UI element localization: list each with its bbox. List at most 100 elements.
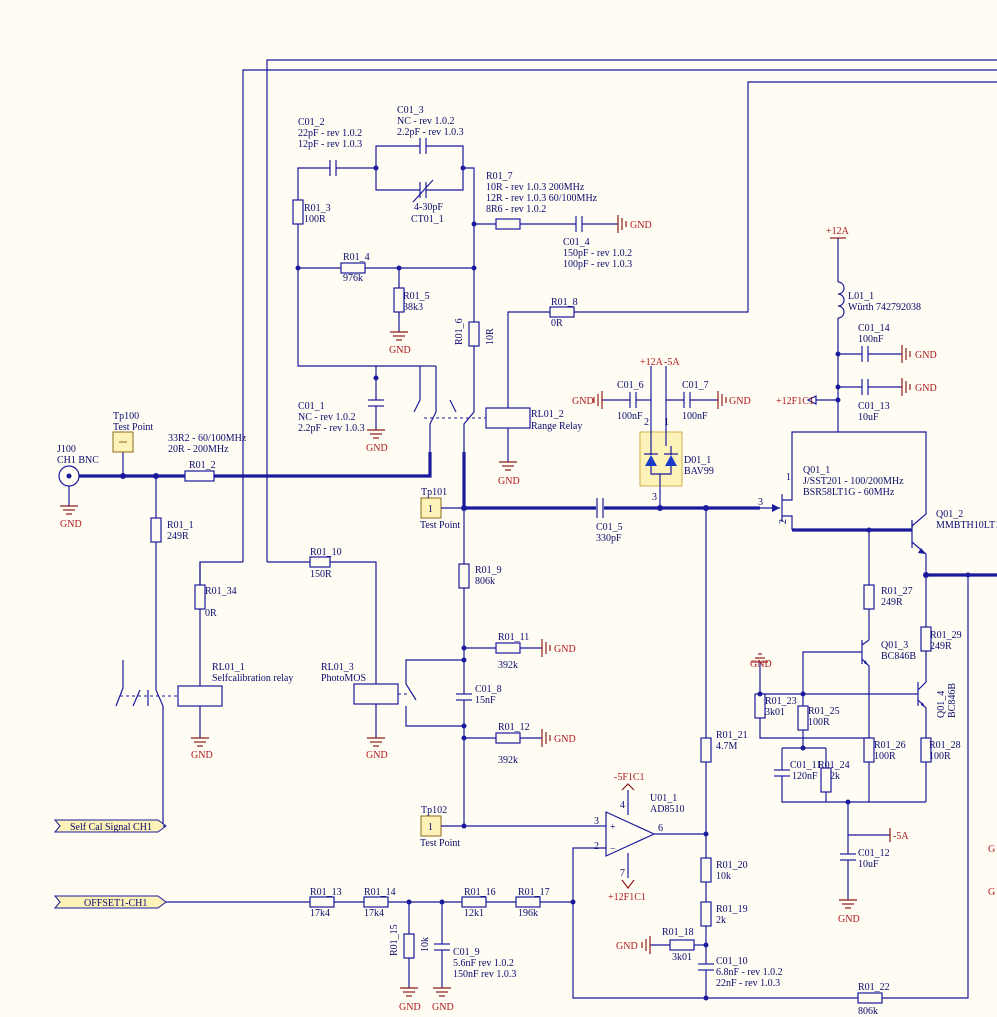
schematic-label: 0R — [205, 608, 217, 619]
tp100-label: Test Point — [113, 422, 153, 433]
schematic-label: R01_23 — [765, 696, 797, 707]
schematic-label: 12pF - rev 1.0.3 — [298, 139, 362, 150]
schematic-label: OFFSET1-CH1 — [84, 898, 147, 909]
schematic-label: 392k — [498, 660, 518, 671]
schematic-label: -5F1C1 — [614, 772, 645, 783]
schematic-label: R01_21 — [716, 730, 748, 741]
schematic-label: Selfcalibration relay — [212, 673, 293, 684]
bnc-connector-j100: J100 CH1 BNC GND — [57, 444, 99, 530]
schematic-label: Q01_3 — [881, 640, 908, 651]
schematic-label: GND — [554, 734, 576, 745]
schematic-label: C01_9 — [453, 947, 480, 958]
schematic-label: 7 — [620, 868, 625, 879]
schematic-label: 100R — [808, 717, 830, 728]
schematic-label: 22pF - rev 1.0.2 — [298, 128, 362, 139]
schematic-label: 150nF rev 1.0.3 — [453, 969, 516, 980]
schematic-label: J/SST201 - 100/200MHz — [803, 476, 904, 487]
schematic-label: R01_13 — [310, 887, 342, 898]
schematic-label: 8R6 - rev 1.0.2 — [486, 204, 546, 215]
schematic-label: C01_11 — [790, 760, 821, 771]
schematic-label: Tp102 — [421, 805, 447, 816]
schematic-label: C01_8 — [475, 684, 502, 695]
schematic-label: 15nF — [475, 695, 496, 706]
schematic-label: 3k01 — [672, 952, 692, 963]
schematic-label: R01_5 — [403, 291, 430, 302]
schematic-label: R01_2 — [189, 460, 216, 471]
schematic-label: 33R2 - 60/100MHz — [168, 433, 247, 444]
schematic-label: C01_3 — [397, 105, 424, 116]
schematic-label: 3 — [652, 492, 657, 503]
bias-network: R01_27 249R Q01_3 BC846B R01_29 249R Q01… — [750, 530, 962, 925]
schematic-label: 38k3 — [403, 302, 423, 313]
schematic-label: R01_28 — [929, 740, 961, 751]
schematic-label: GND — [750, 659, 772, 670]
schematic-label: Q01_2 — [936, 509, 963, 520]
schematic-label: 4.7M — [716, 741, 738, 752]
schematic-label: R01_4 — [343, 252, 370, 263]
schematic-label: R01_12 — [498, 722, 530, 733]
schematic-label: 10R — [485, 328, 496, 345]
schematic-label: NC - rev 1.0.2 — [298, 412, 356, 423]
schematic-label: 249R — [930, 641, 952, 652]
schematic-label: Würth 742792038 — [848, 302, 921, 313]
schematic-label: C01_13 — [858, 401, 890, 412]
schematic-label: PhotoMOS — [321, 673, 366, 684]
schematic-label: C01_7 — [682, 380, 709, 391]
schematic-label: BC846B — [947, 683, 958, 718]
schematic-label: R01_24 — [818, 760, 850, 771]
schematic-label: 2.2pF - rev 1.0.3 — [298, 423, 365, 434]
schematic-label: R01_14 — [364, 887, 396, 898]
schematic-label: 1 — [428, 822, 433, 833]
schematic-label: +12F1C1 — [608, 892, 646, 903]
schematic-label: R01_22 — [858, 982, 890, 993]
schematic-label: C01_1 — [298, 401, 325, 412]
schematic-label: Range Relay — [531, 421, 582, 432]
schematic-label: 10uF — [858, 859, 879, 870]
schematic-label: 0R — [551, 318, 563, 329]
schematic-label: L01_1 — [848, 291, 874, 302]
schematic-label: − — [610, 844, 616, 855]
schematic-label: GND — [554, 644, 576, 655]
schematic-label: C01_2 — [298, 117, 325, 128]
schematic-label: 1 — [428, 504, 433, 515]
schematic-label: Self Cal Signal CH1 — [70, 822, 152, 833]
schematic-label: R01_29 — [930, 630, 962, 641]
schematic-label: C01_14 — [858, 323, 890, 334]
schematic-label: R01_15 — [389, 924, 400, 956]
jfet-q01-1: 3 1 2 Q01_1 J/SST201 - 100/200MHz BSR58L… — [758, 431, 904, 530]
schematic-label: GND — [729, 396, 751, 407]
schematic-label: 100nF — [617, 411, 643, 422]
schematic-label: 3k01 — [765, 707, 785, 718]
attenuator-network: C01_2 22pF - rev 1.0.2 12pF - rev 1.0.3 … — [292, 105, 652, 454]
j100-gnd: GND — [60, 519, 82, 530]
schematic-label: 976k — [343, 273, 363, 284]
schematic-label: 100pF - rev 1.0.3 — [563, 259, 632, 270]
schematic-label: R01_34 — [205, 586, 237, 597]
schematic-label: 2.2pF - rev 1.0.3 — [397, 127, 464, 138]
schematic-label: R01_20 — [716, 860, 748, 871]
schematic-label: R01_26 — [874, 740, 906, 751]
schematic-label: 1 — [786, 472, 791, 483]
tp100-ref: Tp100 — [113, 411, 139, 422]
schematic-label: 100R — [304, 214, 326, 225]
schematic-label: + — [610, 822, 616, 833]
opamp-u01-1: 3 2 +− 6 4 -5F1C1 7 +12F1C1 U01_1 AD8510 — [572, 772, 706, 903]
testpoint-tp101: 1 Tp101 Test Point — [420, 487, 464, 531]
schematic-label: GND — [838, 914, 860, 925]
schematic-label: Test Point — [420, 520, 460, 531]
edge-fragment-1: G — [988, 844, 995, 855]
relay-rl01-1: GND RL01_1 Selfcalibration relay — [115, 660, 293, 826]
schematic-label: U01_1 — [650, 793, 677, 804]
schematic-label: GND — [616, 941, 638, 952]
supply-filter: +12A L01_1 Würth 742792038 GND C01_14 10… — [776, 226, 937, 432]
top-routing-wires — [199, 59, 997, 688]
schematic-label: 100nF — [858, 334, 884, 345]
schematic-label: 6 — [658, 823, 663, 834]
schematic-label: 2 — [594, 841, 599, 852]
schematic-label: 100R — [929, 751, 951, 762]
schematic-label: GND — [572, 396, 594, 407]
schematic-label: BAV99 — [684, 466, 714, 477]
diode-d01-1: 2 1 3 D01_1 BAV99 +12A -5A GND C01_6 100… — [572, 357, 751, 508]
schematic-label: 1 — [664, 417, 669, 428]
